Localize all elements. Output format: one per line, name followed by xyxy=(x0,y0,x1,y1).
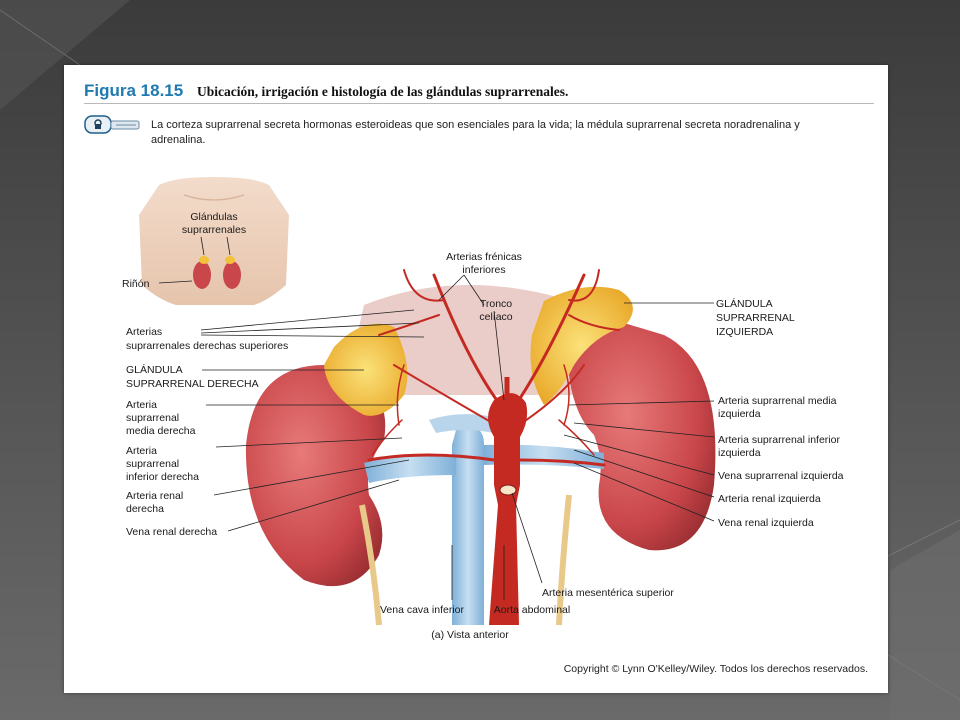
anatomy-diagram: Glándulas suprarrenales Riñón Arterias f… xyxy=(122,177,844,641)
label-arteria-renal-izq: Arteria renal izquierda xyxy=(718,493,821,505)
label-rinon: Riñón xyxy=(122,278,150,290)
label-arterias-supr-der-1: Arterias xyxy=(126,326,162,338)
label-arteria-inf-izq-1: Arteria suprarrenal inferior xyxy=(718,434,840,446)
label-arteria-mesenterica: Arteria mesentérica superior xyxy=(542,587,674,599)
label-arteria-inf-der-2: suprarrenal xyxy=(126,458,179,470)
label-arteria-media-der-2: suprarrenal xyxy=(126,412,179,424)
torso-inset xyxy=(139,177,289,305)
inset-kidney-right xyxy=(193,261,211,289)
label-glandulas-2: suprarrenales xyxy=(182,224,246,236)
inset-gland-right xyxy=(199,256,209,264)
key-icon xyxy=(84,115,140,134)
label-arteria-media-izq-1: Arteria suprarrenal media xyxy=(718,395,837,407)
vena-cava-inferior xyxy=(452,427,484,625)
label-arteria-inf-der-3: inferior derecha xyxy=(126,471,199,483)
label-arteria-media-izq-2: izquierda xyxy=(718,408,761,420)
label-vena-cava: Vena cava inferior xyxy=(380,604,465,616)
kidney-left xyxy=(568,322,716,551)
label-glandula-izq-2: SUPRARRENAL xyxy=(716,312,795,324)
label-glandula-der-1: GLÁNDULA xyxy=(126,363,183,376)
label-glandula-izq-3: IZQUIERDA xyxy=(716,326,773,338)
label-vena-renal-izq: Vena renal izquierda xyxy=(718,517,814,529)
label-arteria-inf-izq-2: izquierda xyxy=(718,447,761,459)
label-arteria-media-der-1: Arteria xyxy=(126,399,157,411)
label-arteria-renal-der-2: derecha xyxy=(126,503,164,515)
label-aorta: Aorta abdominal xyxy=(494,604,570,616)
adrenal-gland-left xyxy=(530,286,633,405)
inset-kidney-left xyxy=(223,261,241,289)
aorta-abdominal xyxy=(488,393,528,505)
label-tronco-2: celíaco xyxy=(479,311,512,323)
figure-slide: Figura 18.15 Ubicación, irrigación e his… xyxy=(64,65,888,693)
artery-branches xyxy=(367,269,620,467)
adrenal-gland-right xyxy=(324,323,408,416)
leader-lines xyxy=(200,274,715,600)
figure-header: Figura 18.15 Ubicación, irrigación e his… xyxy=(84,81,874,104)
anatomical-labels: Glándulas suprarrenales Riñón Arterias f… xyxy=(122,211,844,641)
kidney-right xyxy=(245,365,386,587)
label-glandula-izq-1: GLÁNDULA xyxy=(716,297,773,310)
inset-gland-left xyxy=(225,256,235,264)
copyright-notice: Copyright © Lynn O'Kelley/Wiley. Todos l… xyxy=(563,663,868,675)
label-vena-renal-der: Vena renal derecha xyxy=(126,526,217,538)
label-tronco-1: Tronco xyxy=(480,298,512,310)
label-arteria-renal-der-1: Arteria renal xyxy=(126,490,183,502)
label-vena-supr-izq: Vena suprarrenal izquierda xyxy=(718,470,844,482)
label-arterias-supr-der-2: suprarrenales derechas superiores xyxy=(126,340,288,352)
label-arteria-inf-der-1: Arteria xyxy=(126,445,157,457)
renal-vein-right xyxy=(364,455,456,483)
figure-intro: La corteza suprarrenal secreta hormonas … xyxy=(151,119,800,146)
figure-title: Ubicación, irrigación e histología de la… xyxy=(197,84,569,99)
label-arterias-frenicas-2: inferiores xyxy=(462,264,505,276)
label-glandulas-1: Glándulas xyxy=(190,211,237,223)
figure-caption: (a) Vista anterior xyxy=(431,629,509,641)
figure-number: Figura 18.15 xyxy=(84,81,184,100)
label-arterias-frenicas-1: Arterias frénicas xyxy=(446,251,522,263)
label-glandula-der-2: SUPRARRENAL DERECHA xyxy=(126,378,259,390)
label-arteria-media-der-3: media derecha xyxy=(126,425,196,437)
